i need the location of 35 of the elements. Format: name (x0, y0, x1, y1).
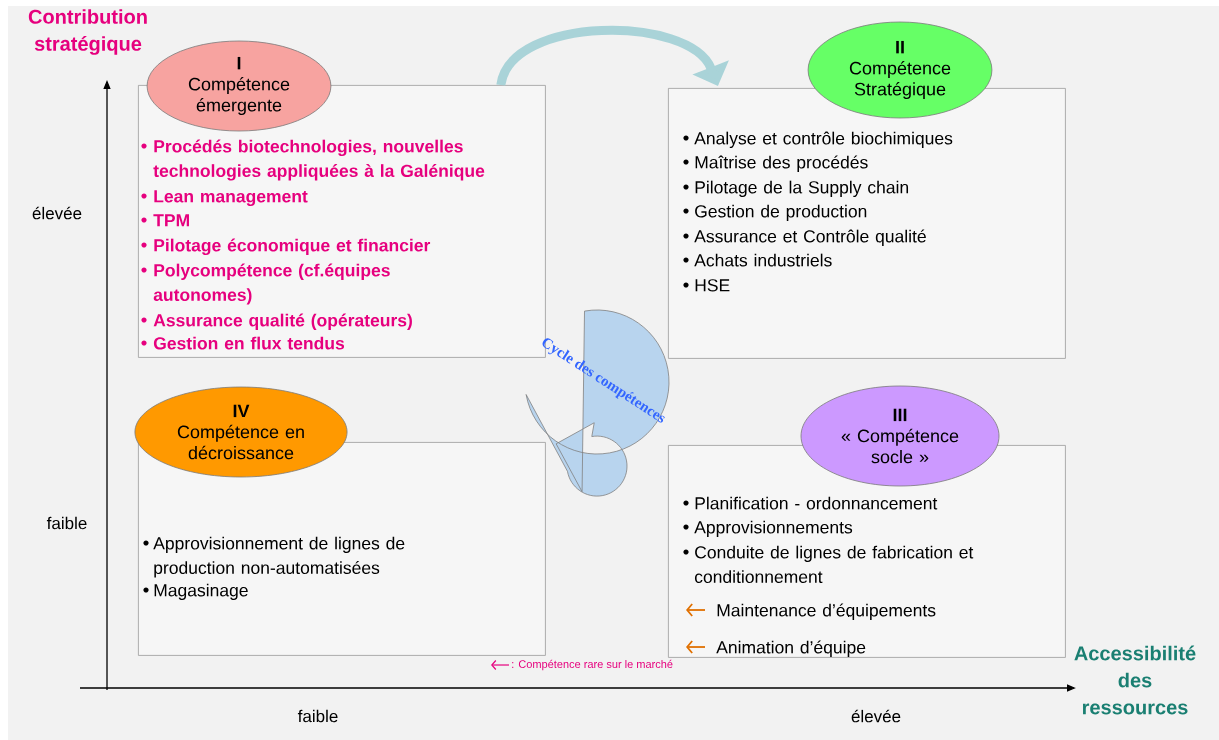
list-item: Procédés biotechnologies, nouvelles technologies appliquées à la Galénique (141, 139, 485, 181)
list-item: TPM (141, 214, 189, 227)
list-item: Gestion en flux tendus (141, 336, 345, 350)
list-item: Pilotage de la Supply chain (683, 180, 908, 197)
list-item: Achats industriels (683, 253, 832, 267)
axis-label: élevée (851, 709, 901, 723)
oval-badge: IV Compétence en décroissance (134, 386, 348, 478)
legend-text: : Compétence rare sur le marché (512, 659, 673, 671)
list-item: Maintenance d’équipements (686, 603, 936, 620)
list-item: Approvisionnement de lignes de production non-automatisées (143, 536, 405, 578)
list-item: Pilotage économique et financier (141, 238, 431, 256)
list-item: Approvisionnements (683, 520, 853, 537)
oval-badge: III « Compétence socle » (800, 385, 1000, 487)
list-item: Animation d’équipe (686, 640, 866, 657)
axis-label: faible (46, 516, 87, 530)
quadrant-box (138, 442, 546, 656)
list-item: Analyse et contrôle biochimiques (683, 131, 953, 148)
list-item: Maîtrise des procédés (683, 155, 868, 172)
list-item: Assurance qualité (opérateurs) (141, 313, 412, 330)
list-item: Assurance et Contrôle qualité (683, 229, 926, 246)
list-item: Gestion de production (683, 204, 867, 221)
axis-label: faible (297, 709, 338, 723)
axis-label: Contribution stratégique (28, 9, 147, 55)
axis-label: Accessibilité des ressources (1074, 645, 1196, 715)
quadrant-box (668, 445, 1066, 658)
oval-badge: I Compétence émergente (146, 40, 332, 132)
curved-arrow (496, 25, 729, 87)
list-item: Magasinage (143, 583, 248, 600)
oval-badge: II Compétence Stratégique (807, 21, 993, 119)
list-item: Polycompétence (cf.équipes autonomes) (141, 263, 390, 305)
list-item: HSE (683, 279, 730, 292)
list-item: Conduite de lignes de fabrication et conditionnement (683, 545, 974, 584)
axis-label: élevée (32, 206, 82, 220)
list-item: Lean management (141, 190, 308, 207)
list-item: Planification - ordonnancement (683, 496, 938, 510)
